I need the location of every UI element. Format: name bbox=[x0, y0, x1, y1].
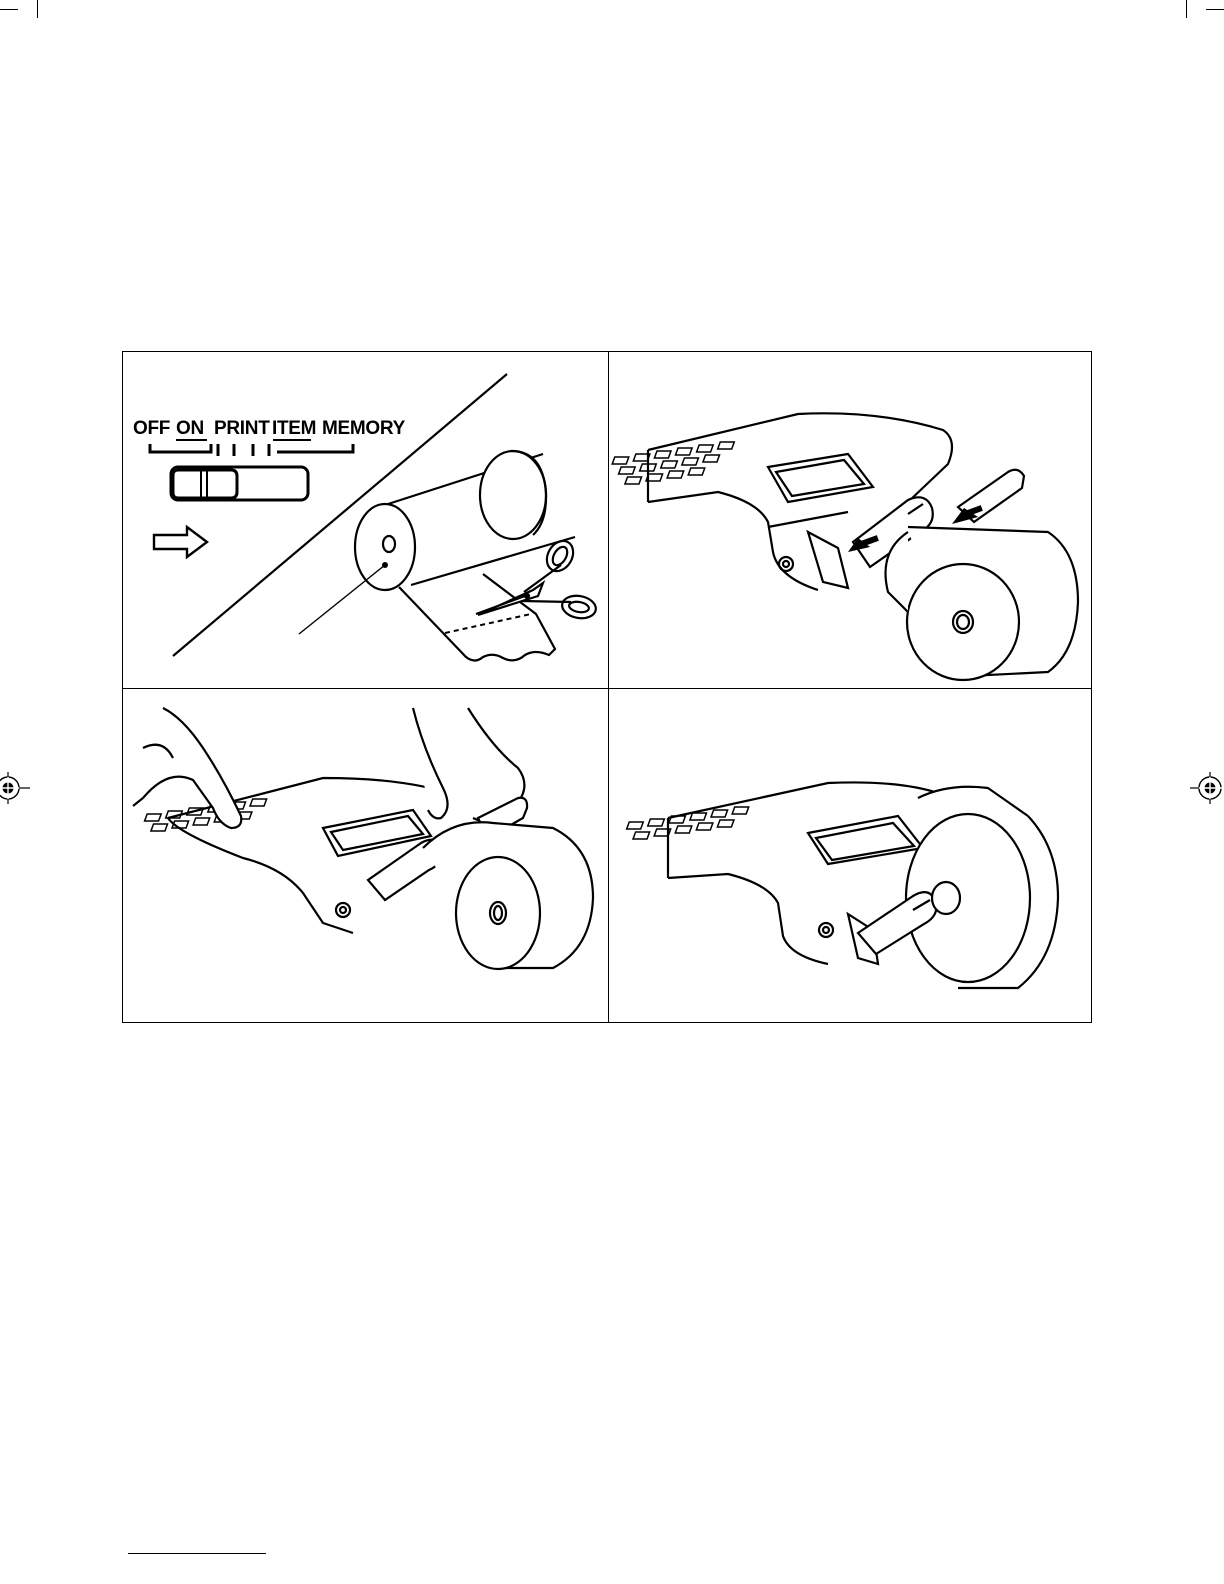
registration-mark-icon bbox=[0, 772, 32, 804]
left-hand bbox=[133, 708, 241, 828]
switch-bracket-lines bbox=[150, 440, 353, 456]
calculator-body bbox=[145, 778, 444, 933]
crop-mark-top-right bbox=[1206, 9, 1224, 10]
paper-roll bbox=[886, 527, 1079, 680]
power-switch[interactable] bbox=[171, 467, 308, 500]
diagonal-divider bbox=[173, 374, 507, 656]
panel-step-3 bbox=[123, 688, 608, 1024]
panel-step-4 bbox=[608, 688, 1093, 1024]
right-arrow-icon bbox=[154, 527, 207, 557]
figure-grid: OFF ON PRINT ITEM MEMORY bbox=[122, 351, 1092, 1023]
crop-mark-top-left bbox=[0, 9, 18, 10]
registration-mark-icon bbox=[1190, 772, 1224, 804]
footer-rule bbox=[128, 1553, 266, 1554]
paper-roll bbox=[423, 822, 593, 969]
paper-roll bbox=[355, 451, 575, 661]
panel-step-1: OFF ON PRINT ITEM MEMORY bbox=[123, 352, 608, 688]
panel-step-2 bbox=[608, 352, 1093, 688]
crop-mark-top-left-v bbox=[37, 0, 38, 18]
paper-roll bbox=[906, 787, 1058, 988]
crop-mark-top-right-v bbox=[1186, 0, 1187, 18]
